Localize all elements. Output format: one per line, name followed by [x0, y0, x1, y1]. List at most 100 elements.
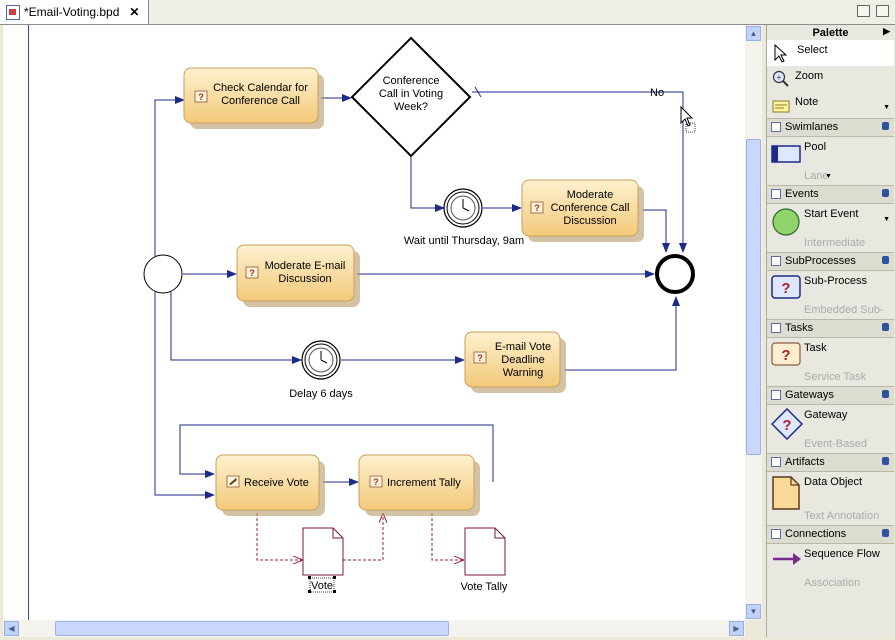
note-icon — [772, 100, 790, 113]
palette-item-start-event[interactable]: Start Event ▼ — [767, 204, 894, 237]
drawer-subprocesses[interactable]: SubProcesses — [767, 252, 894, 271]
swimlanes-drawer-icon — [771, 122, 781, 132]
events-drawer-icon — [771, 189, 781, 199]
pin-icon[interactable] — [882, 323, 889, 331]
task-label: Moderate Conference Call Discussion — [550, 188, 630, 227]
close-icon[interactable]: ✕ — [129, 5, 140, 19]
data-object-vote-tally[interactable]: Vote Tally — [461, 527, 508, 593]
scroll-right-icon[interactable]: ▶ — [729, 621, 744, 636]
subprocesses-drawer-icon — [771, 256, 781, 266]
palette-item-gateway[interactable]: ? Gateway — [767, 405, 894, 440]
drawer-gateways[interactable]: Gateways — [767, 386, 894, 405]
flow-start-to-receive — [154, 292, 215, 499]
diagram-canvas[interactable]: ? — [3, 25, 745, 620]
timer-delay-6-days[interactable] — [301, 340, 341, 380]
editor-tab-bar: *Email-Voting.bpd ✕ — [0, 0, 895, 25]
pin-icon[interactable] — [882, 529, 889, 537]
page-margin-line — [28, 25, 29, 620]
palette-item-text-annotation[interactable]: Text Annotation — [767, 510, 894, 525]
scroll-down-icon[interactable]: ▼ — [746, 604, 761, 619]
palette-item-label: Gateway — [804, 409, 848, 421]
editor-tab-title: *Email-Voting.bpd — [24, 5, 120, 19]
tool-select[interactable]: Select — [767, 40, 894, 66]
task-moderate-conference[interactable]: Moderate Conference Call Discussion — [521, 179, 644, 242]
palette-item-label: Embedded Sub- — [804, 304, 884, 316]
vertical-scrollbar[interactable]: ▲ ▼ — [745, 25, 762, 620]
drawer-artifacts[interactable]: Artifacts — [767, 453, 894, 472]
task-label: Receive Vote — [244, 477, 309, 489]
task-icon: ? — [771, 342, 801, 366]
gateways-drawer-icon — [771, 390, 781, 400]
palette-item-task[interactable]: ? Task — [767, 338, 894, 371]
gateway-voting-week[interactable]: Conference Call in Voting Week? — [350, 36, 472, 158]
palette-item-pool[interactable]: Pool — [767, 137, 894, 170]
task-moderate-email[interactable]: Moderate E-mail Discussion — [236, 244, 360, 307]
assoc-increment-to-tally — [431, 513, 463, 560]
drawer-label: Swimlanes — [785, 121, 839, 133]
pin-icon[interactable] — [882, 390, 889, 398]
maximize-button[interactable] — [876, 5, 889, 17]
pool-icon — [771, 145, 801, 163]
scroll-left-icon[interactable]: ◀ — [4, 621, 19, 636]
flow-label-no: No — [650, 87, 664, 99]
task-email-vote-warning[interactable]: E-mail Vote Deadline Warning — [464, 331, 566, 393]
palette-item-service-task[interactable]: Service Task — [767, 371, 894, 386]
palette-item-event-based[interactable]: Event-Based — [767, 438, 894, 453]
selection-box — [309, 577, 335, 593]
minimize-button[interactable] — [857, 5, 870, 17]
chevron-down-icon[interactable]: ▼ — [825, 173, 832, 180]
task-receive-vote[interactable]: Receive Vote — [215, 454, 325, 516]
tool-zoom[interactable]: + Zoom — [767, 66, 894, 92]
timer-wait-thursday[interactable] — [443, 188, 483, 228]
palette-item-label: Event-Based — [804, 438, 867, 450]
receive-task-icon — [226, 475, 240, 488]
timer-label: Delay 6 days — [289, 388, 353, 400]
pin-icon[interactable] — [882, 122, 889, 130]
palette-item-data-object[interactable]: Data Object — [767, 472, 894, 510]
palette: Palette ▶ Select + Zoom Note ▼ Swimlanes… — [766, 25, 894, 637]
task-label: Increment Tally — [387, 477, 461, 489]
data-object-vote[interactable]: Vote — [302, 527, 344, 593]
task-check-calendar[interactable]: Check Calendar for Conference Call — [183, 67, 324, 129]
drawer-label: Connections — [785, 528, 847, 540]
pin-icon[interactable] — [882, 189, 889, 197]
tool-label: Note — [795, 96, 819, 108]
sequence-flow-icon — [773, 553, 801, 565]
task-label: Moderate E-mail Discussion — [264, 260, 346, 285]
palette-collapse-icon[interactable]: ▶ — [883, 26, 890, 36]
palette-item-embedded-sub[interactable]: Embedded Sub- — [767, 304, 894, 319]
palette-item-label: Pool — [804, 141, 827, 153]
vertical-scroll-thumb[interactable] — [746, 139, 761, 455]
drawer-events[interactable]: Events — [767, 185, 894, 204]
palette-item-label: Sequence Flow — [804, 548, 880, 560]
chevron-down-icon[interactable]: ▼ — [883, 104, 890, 111]
palette-item-intermediate[interactable]: Intermediate — [767, 237, 894, 252]
chevron-down-icon[interactable]: ▼ — [883, 216, 890, 223]
task-increment-tally[interactable]: Increment Tally — [358, 454, 480, 516]
mouse-cursor-icon — [680, 105, 696, 133]
flow-moderate-conf-to-end — [643, 209, 670, 253]
connections-drawer-icon — [771, 529, 781, 539]
pin-icon[interactable] — [882, 457, 889, 465]
horizontal-scrollbar[interactable]: ◀ ▶ — [3, 620, 745, 637]
drawer-tasks[interactable]: Tasks — [767, 319, 894, 338]
palette-item-sequence-flow[interactable]: Sequence Flow — [767, 544, 894, 577]
pin-icon[interactable] — [882, 256, 889, 264]
drawer-swimlanes[interactable]: Swimlanes — [767, 118, 894, 137]
svg-text:?: ? — [781, 347, 790, 364]
palette-item-label: Association — [804, 577, 861, 589]
tool-note[interactable]: Note ▼ — [767, 92, 894, 118]
gateway-label: Conference Call in Voting Week? — [378, 75, 444, 113]
horizontal-scroll-thumb[interactable] — [55, 621, 449, 636]
editor-tab[interactable]: *Email-Voting.bpd ✕ — [0, 0, 149, 24]
drawer-connections[interactable]: Connections — [767, 525, 894, 544]
palette-item-sub-process[interactable]: ? Sub-Process — [767, 271, 894, 304]
select-arrow-icon — [774, 43, 788, 63]
scroll-up-icon[interactable]: ▲ — [746, 26, 761, 41]
start-event[interactable] — [143, 254, 183, 294]
palette-item-lane[interactable]: Lane ▼ — [767, 170, 894, 185]
start-event-icon — [772, 208, 800, 236]
zoom-icon: + — [772, 70, 789, 87]
palette-item-association[interactable]: Association — [767, 577, 894, 592]
end-event[interactable] — [655, 254, 695, 294]
